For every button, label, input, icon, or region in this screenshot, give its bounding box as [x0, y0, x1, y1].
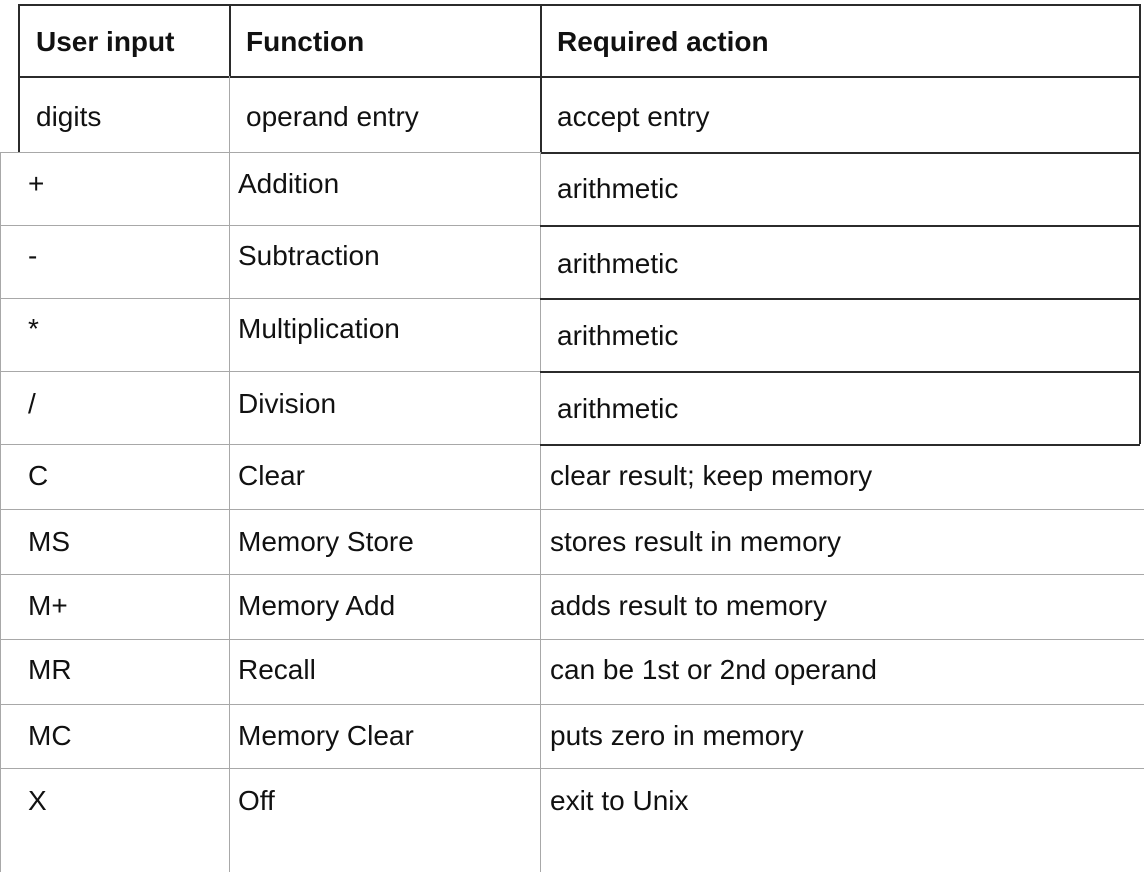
table-right-border-top — [1139, 4, 1141, 152]
table-left-border — [0, 152, 1, 872]
arith-row-border-3 — [540, 371, 1140, 373]
cell-function-3: Subtraction — [238, 240, 380, 271]
cell-action-4: arithmetic — [557, 320, 679, 351]
arith-right-border — [1139, 152, 1141, 444]
col-divider-1-row1 — [229, 76, 230, 152]
arith-row-border-2 — [540, 298, 1140, 300]
header-function: Function — [246, 26, 365, 57]
cell-input-6: C — [28, 460, 49, 491]
cell-action-10: puts zero in memory — [550, 720, 804, 751]
cell-action-9: can be 1st or 2nd operand — [550, 654, 877, 685]
row-border-d — [0, 444, 540, 445]
row-1-bottom-border-left — [0, 152, 540, 153]
cell-input-4: * — [28, 313, 39, 344]
cell-function-2: Addition — [238, 168, 340, 199]
col-divider-2 — [540, 152, 541, 872]
col-divider-1 — [229, 152, 230, 872]
cell-function-5: Division — [238, 388, 337, 419]
cell-action-6: clear result; keep memory — [550, 460, 873, 491]
cell-input-7: MS — [28, 526, 70, 557]
row-border-g — [0, 639, 1144, 640]
header-required-action: Required action — [557, 26, 769, 57]
cell-function-9: Recall — [238, 654, 316, 685]
cell-input-9: MR — [28, 654, 72, 685]
table-left-border-top — [18, 4, 20, 152]
arith-row-border-1 — [540, 225, 1140, 227]
cell-input-8: M+ — [28, 590, 68, 621]
cell-input-11: X — [28, 785, 47, 816]
cell-function-1: operand entry — [246, 101, 419, 132]
cell-action-11: exit to Unix — [550, 785, 689, 816]
cell-input-2: + — [28, 168, 45, 199]
row-border-i — [0, 768, 1144, 769]
row-border-a — [0, 225, 540, 226]
header-col-divider-1 — [229, 4, 231, 76]
cell-function-6: Clear — [238, 460, 305, 491]
row-border-e — [0, 509, 1144, 510]
cell-action-5: arithmetic — [557, 393, 679, 424]
cell-action-3: arithmetic — [557, 248, 679, 279]
cell-input-3: - — [28, 240, 38, 271]
table-top-border — [18, 4, 1140, 6]
row-border-c — [0, 371, 540, 372]
cell-function-7: Memory Store — [238, 526, 414, 557]
cell-input-10: MC — [28, 720, 72, 751]
cell-action-1: accept entry — [557, 101, 710, 132]
row-border-b — [0, 298, 540, 299]
cell-function-11: Off — [238, 785, 275, 816]
header-bottom-border — [18, 76, 1140, 78]
cell-action-8: adds result to memory — [550, 590, 827, 621]
row-border-h — [0, 704, 1144, 705]
cell-action-7: stores result in memory — [550, 526, 841, 557]
cell-function-10: Memory Clear — [238, 720, 414, 751]
cell-input-5: / — [28, 388, 36, 419]
cell-action-2: arithmetic — [557, 173, 679, 204]
header-user-input: User input — [36, 26, 175, 57]
row-1-bottom-border — [540, 152, 1140, 154]
col-divider-2-top — [540, 4, 542, 152]
cell-function-4: Multiplication — [238, 313, 400, 344]
cell-input-1: digits — [36, 101, 102, 132]
cell-function-8: Memory Add — [238, 590, 396, 621]
row-border-f — [0, 574, 1144, 575]
arith-row-border-4 — [540, 444, 1140, 446]
